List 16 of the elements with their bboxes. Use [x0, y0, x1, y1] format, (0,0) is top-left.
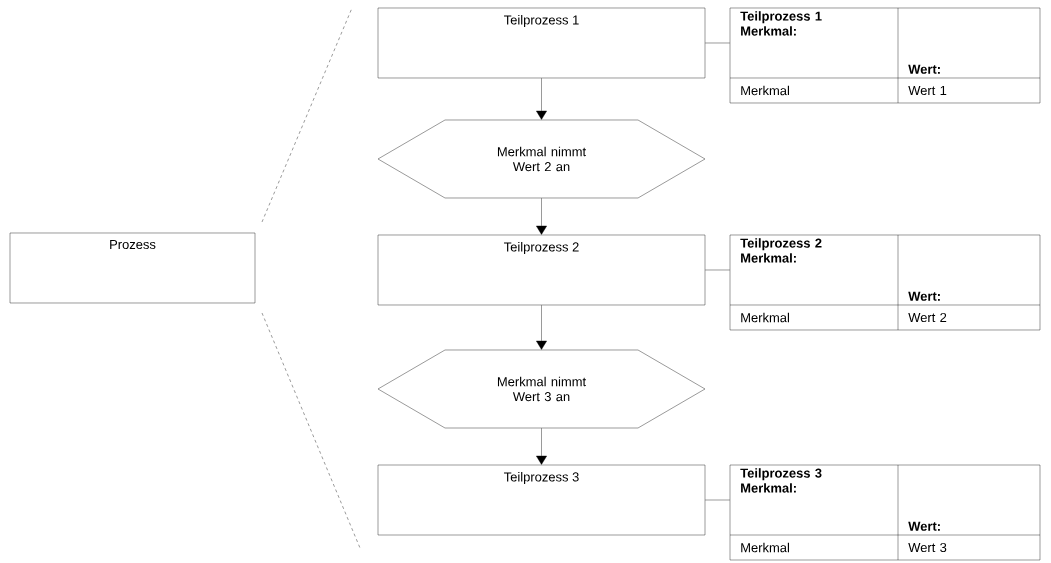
decision-hexagon: Merkmal nimmt Wert 3 an — [377, 349, 706, 429]
process-box: Teilprozess 2 — [377, 234, 706, 306]
decision-hexagon: Merkmal nimmt Wert 2 an — [377, 119, 706, 199]
arrow — [536, 428, 547, 465]
property-table: Teilprozess 1 Merkmal: Wert: Merkmal Wert 1 — [729, 7, 1041, 104]
property-table: Teilprozess 3 Merkmal: Wert: Merkmal Wert 3 — [729, 464, 1041, 561]
process-box: Prozess — [9, 232, 256, 304]
arrow — [536, 78, 547, 120]
arrow — [536, 305, 547, 350]
connector-line — [705, 499, 730, 501]
connector-line — [705, 269, 730, 271]
connector-line — [705, 42, 730, 44]
process-box: Teilprozess 3 — [377, 464, 706, 536]
process-box: Teilprozess 1 — [377, 7, 706, 79]
arrow — [536, 198, 547, 235]
property-table: Teilprozess 2 Merkmal: Wert: Merkmal Wert 2 — [729, 234, 1041, 331]
